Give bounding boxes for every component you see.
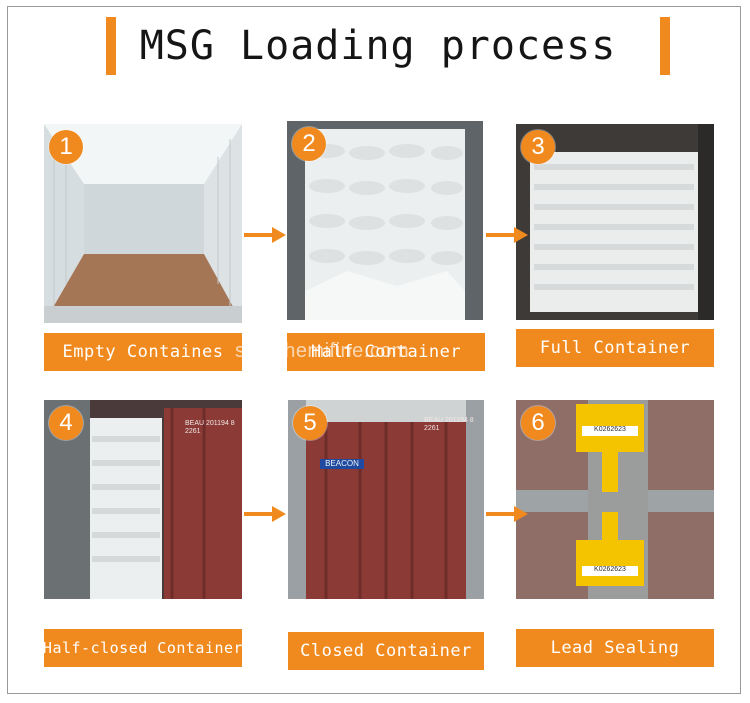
photo-empty-container: 1	[44, 124, 242, 323]
arrow-right-icon	[244, 506, 286, 522]
step-badge-5: 5	[293, 406, 327, 440]
container-type-code-2: 2261	[185, 428, 201, 435]
empty-container-illustration	[44, 124, 242, 323]
seal-code-bottom: K0262623	[594, 566, 626, 573]
container-id: BEAU 201194 8	[424, 417, 474, 424]
step-badge-4: 4	[49, 406, 83, 440]
container-marking-closed: BEAU 201194 8 2261	[424, 417, 478, 433]
page-title: MSG Loading process	[139, 23, 617, 69]
arrow-right-icon	[244, 227, 286, 243]
step-label-4: Half-closed Container	[44, 629, 242, 667]
step-badge-6: 6	[521, 406, 555, 440]
photo-closed-container: 5	[288, 400, 484, 599]
container-marking-half-closed: BEAU 201194 8 2261	[185, 420, 241, 436]
step-label-2: Half Container	[287, 333, 485, 371]
step-label-1: Empty Containes	[44, 333, 242, 371]
title-bar: MSG Loading process	[68, 17, 688, 75]
arrow-right-icon	[486, 227, 528, 243]
watermark-text: sinochemifine.com	[235, 340, 410, 362]
photo-half-container: 2	[287, 121, 483, 320]
step-badge-1: 1	[49, 130, 83, 164]
photo-half-closed-container: 4	[44, 400, 242, 599]
container-type-code: 2261	[424, 425, 440, 432]
closed-container-illustration	[288, 400, 484, 599]
title-accent-left	[106, 17, 116, 75]
step-badge-3: 3	[521, 130, 555, 164]
container-brand: BEACON	[320, 459, 364, 469]
title-accent-right	[660, 17, 670, 75]
step-badge-2: 2	[292, 127, 326, 161]
arrow-right-icon	[486, 506, 528, 522]
step-label-6: Lead Sealing	[516, 629, 714, 667]
photo-full-container: 3	[516, 124, 714, 320]
container-id-2: BEAU 201194 8	[185, 420, 235, 427]
seal-code-top: K0262623	[594, 426, 626, 433]
half-container-illustration	[287, 121, 483, 320]
step-label-3: Full Container	[516, 329, 714, 367]
photo-lead-sealing: 6	[516, 400, 714, 599]
step-label-5: Closed Container	[288, 632, 484, 670]
